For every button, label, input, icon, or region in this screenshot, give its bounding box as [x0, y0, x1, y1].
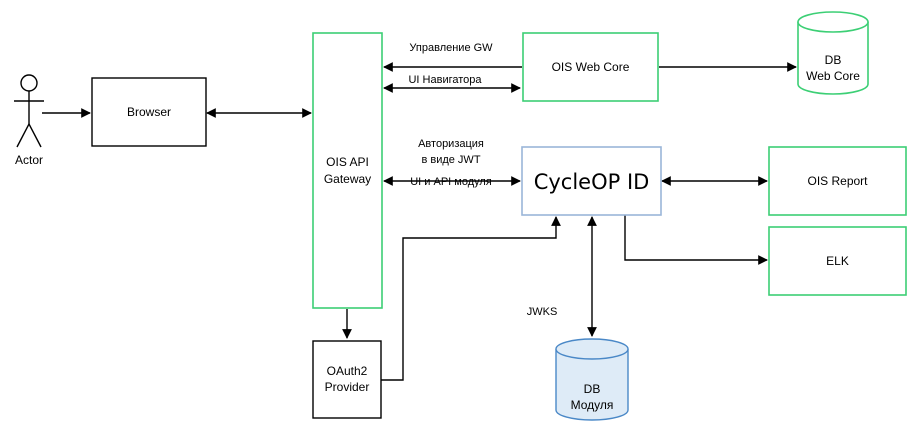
db-web-core-label-line2: Web Core — [806, 69, 860, 83]
edge-oauth2-cycleop — [381, 216, 561, 381]
gateway-node[interactable]: OIS API Gateway — [312, 32, 383, 309]
oauth2-node[interactable]: OAuth2 Provider — [312, 340, 382, 419]
ois-report-label: OIS Report — [807, 174, 868, 188]
actor-label: Actor — [15, 153, 43, 167]
edge-label-ui-nav: UI Навигатора — [408, 74, 482, 86]
edge-label-auth-line3: UI и API модуля — [410, 176, 492, 188]
ois-report-node[interactable]: OIS Report — [768, 146, 907, 216]
elk-node[interactable]: ELK — [768, 226, 907, 296]
cycleop-node[interactable]: CycleOP ID — [521, 146, 662, 216]
db-module-label-line1: DB — [584, 382, 601, 396]
edge-label-auth-line1: Авторизация — [418, 138, 484, 150]
gateway-label-line2: Gateway — [324, 172, 371, 186]
db-web-core-label-line1: DB — [825, 53, 842, 67]
db-module-node[interactable]: DB Модуля — [555, 338, 629, 421]
edge-label-auth-line2: в виде JWT — [421, 154, 480, 166]
browser-label: Browser — [127, 105, 171, 119]
actor-figure — [14, 74, 44, 148]
elk-label: ELK — [826, 254, 849, 268]
edge-cycleop-elk — [624, 214, 768, 265]
browser-node[interactable]: Browser — [91, 77, 207, 147]
actor-head-icon — [20, 74, 38, 92]
db-web-core-node[interactable]: DB Web Core — [797, 11, 869, 95]
db-module-label-line2: Модуля — [571, 398, 614, 412]
edges — [42, 62, 797, 381]
edge-label-gw-mgmt: Управление GW — [409, 42, 493, 54]
edge-label-jwks: JWKS — [527, 306, 558, 318]
web-core-node[interactable]: OIS Web Core — [522, 32, 659, 102]
oauth2-label-line2: Provider — [325, 380, 370, 394]
oauth2-label-line1: OAuth2 — [327, 364, 368, 378]
gateway-label-line1: OIS API — [326, 155, 369, 169]
web-core-label: OIS Web Core — [552, 60, 630, 74]
cycleop-label: CycleOP ID — [534, 170, 650, 194]
